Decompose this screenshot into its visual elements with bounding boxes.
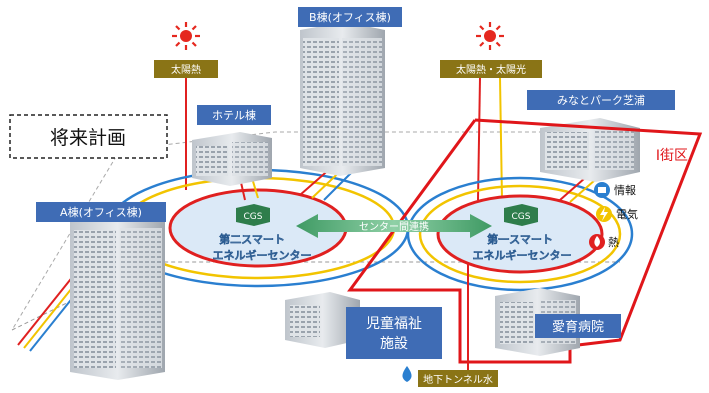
childcare-building [285,292,360,348]
heat-icon [589,234,605,250]
building-b-tower [300,22,385,176]
tunnel-water-label: 地下トンネル水 [418,370,498,387]
minato-park-label: みなとパーク芝浦 [527,90,675,110]
district-outline [347,118,703,364]
svg-text:施設: 施設 [380,336,408,352]
svg-text:太陽熱・太陽光: 太陽熱・太陽光 [456,63,526,76]
svg-text:みなとパーク芝浦: みなとパーク芝浦 [557,94,645,107]
svg-text:ホテル棟: ホテル棟 [212,108,256,122]
cgs-left: CGS [236,204,270,226]
svg-text:B棟(オフィス棟): B棟(オフィス棟) [309,10,391,24]
hotel-label: ホテル棟 [197,105,271,125]
center-2-label-line1: 第二スマート [219,232,285,246]
center-2-label-line2: エネルギーセンター [213,248,312,262]
sun-icon-left [172,22,200,50]
svg-text:将来計画: 将来計画 [50,127,126,149]
svg-text:太陽熱: 太陽熱 [171,63,201,76]
ground-outline [11,131,620,331]
center-1-label-line1: 第一スマート [487,232,553,246]
water-drop-icon [402,366,412,382]
svg-text:地下トンネル水: 地下トンネル水 [423,373,493,386]
center-1-label-line2: エネルギーセンター [473,248,572,262]
district-label: Ⅰ街区 [656,148,688,164]
legend-electricity: 電気 [616,207,638,221]
svg-text:愛育病院: 愛育病院 [552,319,604,335]
center-link-arrow: センター間連携 [296,214,492,238]
svg-text:センター間連携: センター間連携 [359,220,429,233]
svg-text:CGS: CGS [244,212,263,222]
svg-text:A棟(オフィス棟): A棟(オフィス棟) [60,205,142,219]
hospital-label: 愛育病院 [535,314,621,338]
future-plan-box: 将来計画 [9,114,168,159]
solar-heat-label-left: 太陽熱 [154,60,218,78]
electricity-icon [596,206,612,222]
info-icon [594,182,610,198]
childcare-label: 児童福祉 施設 [346,307,442,359]
legend-info: 情報 [614,184,636,197]
svg-text:CGS: CGS [512,212,531,222]
building-b-label: B棟(オフィス棟) [298,7,402,27]
legend-heat: 熱 [608,236,619,249]
minato-park-building [540,118,640,182]
cgs-right: CGS [504,204,538,226]
svg-text:児童福祉: 児童福祉 [366,315,422,332]
energy-ring-right [406,176,634,292]
hotel-building [192,132,272,186]
sun-icon-right [476,22,504,50]
solar-heat-light-label-right: 太陽熱・太陽光 [440,60,542,78]
building-a-label: A棟(オフィス棟) [36,202,166,222]
building-a-tower [70,214,165,380]
